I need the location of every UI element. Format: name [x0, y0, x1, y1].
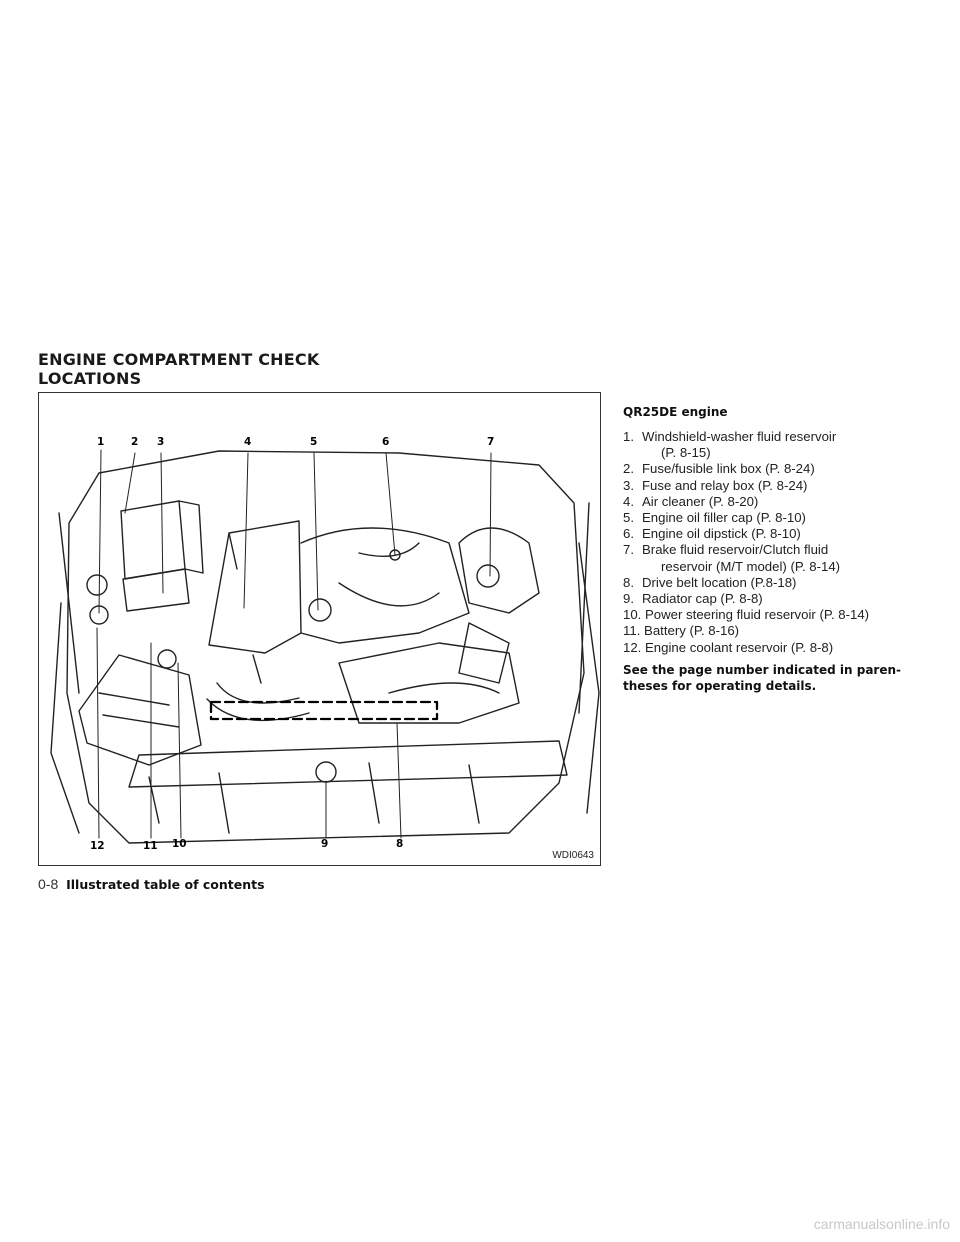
- legend-item-number: 7.: [623, 542, 634, 558]
- callout-9: 9: [321, 838, 329, 850]
- legend-item-text: Battery (P. 8-16): [644, 623, 740, 639]
- legend-item: 11. Battery (P. 8-16): [623, 623, 938, 639]
- chapter-title: Illustrated table of contents: [66, 877, 265, 892]
- legend-item-number: 12.: [623, 639, 642, 655]
- legend-item: 6. Engine oil dipstick (P. 8-10): [623, 526, 938, 542]
- legend-item: 10. Power steering fluid reservoir (P. 8…: [623, 607, 938, 623]
- legend-item-text: Radiator cap (P. 8-8): [642, 591, 763, 607]
- engine-line-drawing: [50, 449, 600, 844]
- section-title-line1: ENGINE COMPARTMENT CHECK: [38, 350, 320, 369]
- watermark: carmanualsonline.info: [813, 1216, 950, 1232]
- legend-item: 3. Fuse and relay box (P. 8-24): [623, 478, 938, 494]
- callout-4: 4: [244, 436, 252, 448]
- legend-list: 1. Windshield-washer fluid reservoir(P. …: [623, 429, 938, 656]
- legend-item-continuation: (P. 8-15): [661, 445, 711, 461]
- legend-item: 1. Windshield-washer fluid reservoir(P. …: [623, 429, 938, 461]
- legend-item-text: Engine oil filler cap (P. 8-10): [642, 510, 806, 526]
- legend-note: See the page number indicated in paren-t…: [623, 662, 902, 693]
- legend-item-text: Power steering fluid reservoir (P. 8-14): [645, 607, 870, 623]
- section-title: ENGINE COMPARTMENT CHECK LOCATIONS: [38, 350, 319, 388]
- legend-item-text: Air cleaner (P. 8-20): [642, 493, 759, 509]
- page-footer: 0-8 Illustrated table of contents: [38, 876, 265, 892]
- callout-1: 1: [97, 436, 105, 448]
- legend-item: 2. Fuse/fusible link box (P. 8-24): [623, 461, 938, 477]
- legend-item: 9. Radiator cap (P. 8-8): [623, 591, 938, 607]
- callout-7: 7: [487, 436, 495, 448]
- legend-item-text: Engine oil dipstick (P. 8-10): [642, 526, 801, 542]
- callout-6: 6: [382, 436, 390, 448]
- legend-item-number: 1.: [623, 429, 634, 444]
- legend-item-text: Drive belt location (P.8-18): [642, 574, 797, 590]
- callout-12: 12: [90, 840, 105, 852]
- legend-panel: QR25DE engine 1. Windshield-washer fluid…: [623, 405, 938, 694]
- callout-10: 10: [172, 838, 187, 850]
- legend-item-number: 10.: [623, 607, 642, 623]
- figure-code: WDI0643: [552, 850, 594, 861]
- legend-heading: QR25DE engine: [623, 405, 728, 419]
- legend-item-text: Fuse/fusible link box (P. 8-24): [642, 461, 815, 477]
- legend-item-text: Engine coolant reservoir (P. 8-8): [645, 639, 834, 655]
- legend-item-number: 8.: [623, 574, 634, 590]
- legend-item-number: 5.: [623, 510, 634, 526]
- legend-item-number: 2.: [623, 461, 634, 477]
- page-number: 0-8: [38, 876, 59, 892]
- legend-item-text: Brake fluid reservoir/Clutch fluid: [642, 542, 829, 558]
- legend-item-text: Windshield-washer fluid reservoir: [642, 429, 837, 444]
- engine-compartment-figure: 1 2 3 4 5 6 7 12 11 10 9 8 WDI0643: [38, 392, 601, 866]
- legend-item: 4. Air cleaner (P. 8-20): [623, 494, 938, 510]
- callout-2: 2: [131, 436, 139, 448]
- legend-item: 8. Drive belt location (P.8-18): [623, 575, 938, 591]
- legend-item-number: 11.: [623, 623, 641, 639]
- legend-item: 12. Engine coolant reservoir (P. 8-8): [623, 640, 938, 656]
- callout-11: 11: [143, 840, 158, 852]
- legend-item-text: Fuse and relay box (P. 8-24): [642, 477, 808, 493]
- legend-item-number: 3.: [623, 477, 634, 493]
- legend-item-number: 9.: [623, 591, 634, 607]
- legend-item-continuation: reservoir (M/T model) (P. 8-14): [661, 558, 841, 574]
- legend-item-number: 6.: [623, 526, 634, 542]
- callout-5: 5: [310, 436, 318, 448]
- legend-item: 5. Engine oil filler cap (P. 8-10): [623, 510, 938, 526]
- legend-item-number: 4.: [623, 493, 634, 509]
- section-title-line2: LOCATIONS: [38, 369, 142, 388]
- callout-8: 8: [396, 838, 404, 850]
- callout-3: 3: [157, 436, 165, 448]
